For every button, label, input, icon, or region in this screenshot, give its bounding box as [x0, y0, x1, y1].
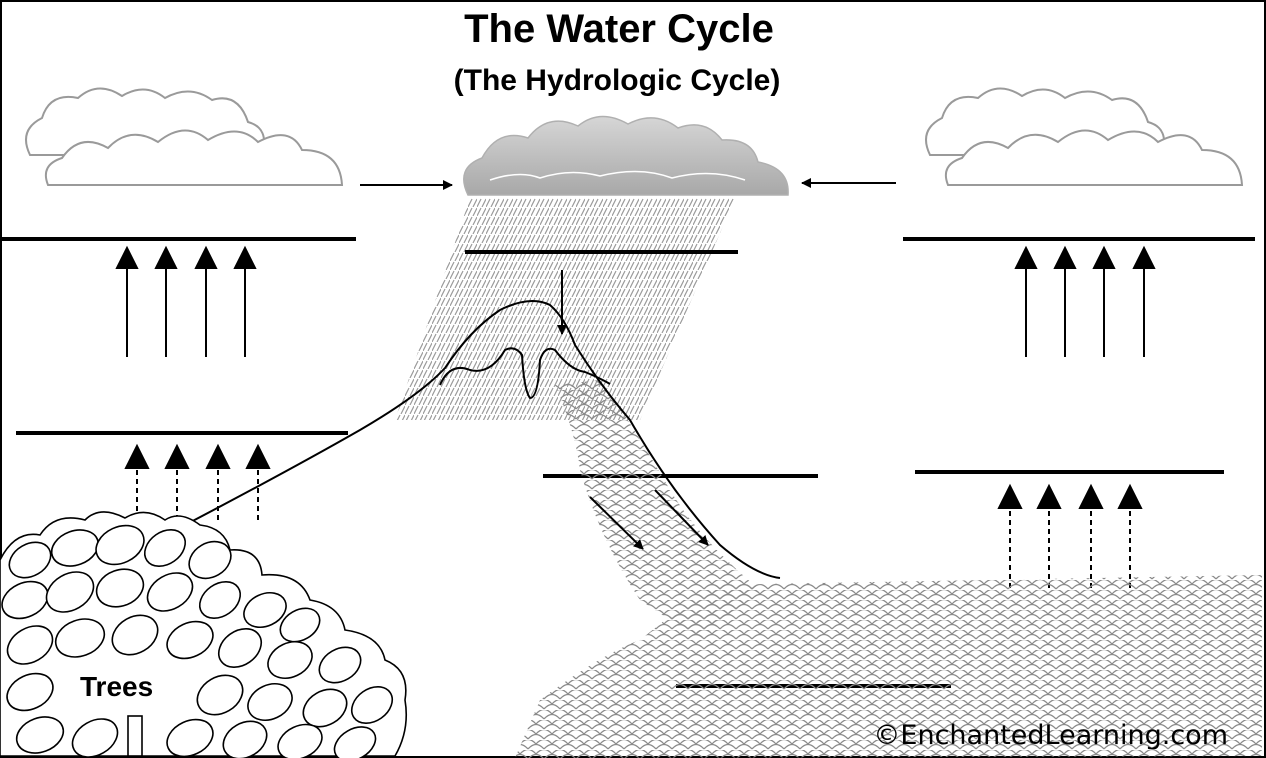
- mountain: [184, 300, 781, 579]
- runoff-arrow-right: [654, 489, 709, 546]
- diagram-subtitle: (The Hydrologic Cycle): [454, 64, 781, 97]
- runoff-arrow-left: [589, 496, 644, 550]
- credit-text: ©EnchantedLearning.com: [873, 720, 1228, 751]
- diagram-title: The Water Cycle: [464, 7, 774, 51]
- cloud-left: [25, 87, 344, 186]
- transpiration-arrows: [124, 443, 271, 520]
- rain-cloud: [463, 115, 789, 196]
- ocean-evaporation-arrows: [997, 483, 1143, 588]
- trees-illustration: [0, 511, 408, 758]
- river-water: [555, 380, 760, 640]
- evaporation-arrows-left: [115, 245, 257, 357]
- evaporation-arrows-right: [1014, 245, 1156, 357]
- trees-label: Trees: [80, 671, 153, 702]
- cloud-right: [925, 87, 1244, 186]
